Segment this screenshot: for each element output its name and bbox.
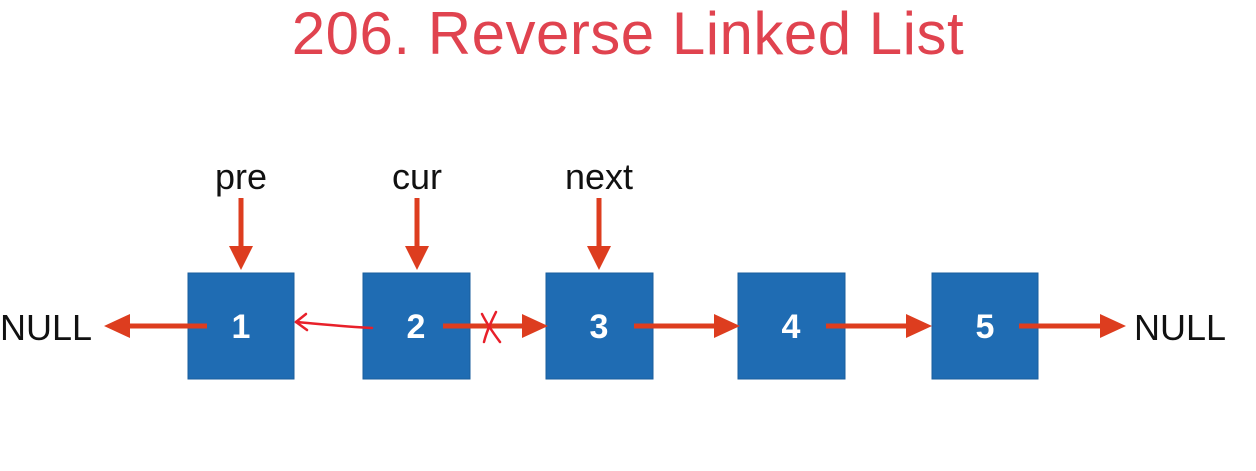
pointer-label-cur: cur	[392, 156, 442, 197]
null-right-label: NULL	[1134, 307, 1226, 348]
node-value: 2	[407, 308, 426, 346]
pointer-arrow-next	[587, 198, 611, 270]
null-left-label: NULL	[0, 307, 92, 348]
edge-4-to-5	[826, 314, 932, 338]
pointer-arrow-cur	[405, 198, 429, 270]
edge-2-to-3	[443, 314, 548, 338]
pointer-label-pre: pre	[215, 156, 267, 197]
node-value: 3	[590, 308, 609, 346]
handdrawn-reverse-arrow	[294, 312, 374, 332]
edge-1-to-null	[104, 314, 207, 338]
node-value: 1	[232, 308, 251, 346]
pointer-label-next: next	[565, 156, 633, 197]
page-title: 206. Reverse Linked List	[291, 0, 965, 67]
pointer-arrow-pre	[229, 198, 253, 270]
edge-3-to-4	[634, 314, 740, 338]
edge-5-to-null	[1019, 314, 1126, 338]
node-value: 4	[782, 308, 801, 346]
handdrawn-cross-mark	[480, 310, 502, 344]
node-value: 5	[976, 308, 995, 346]
